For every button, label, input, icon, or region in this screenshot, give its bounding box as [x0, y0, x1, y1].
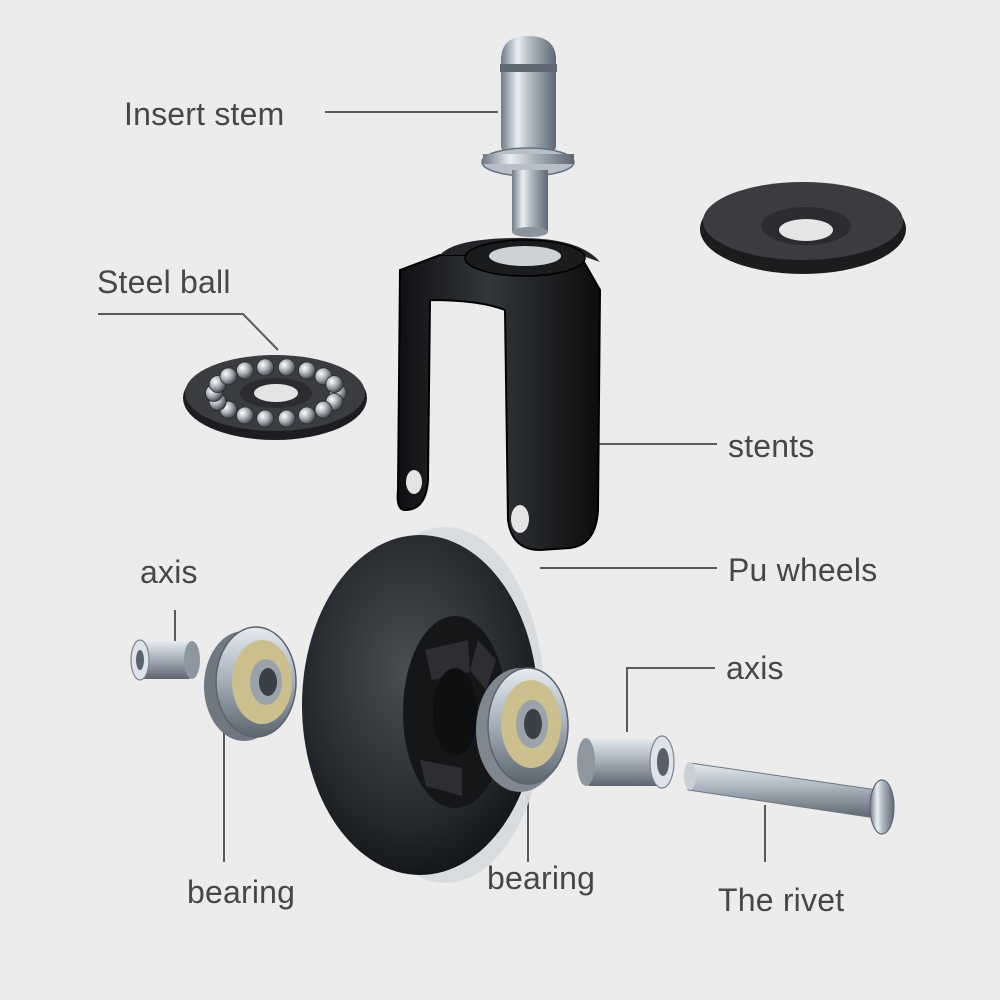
axis-left-part [130, 639, 200, 681]
steel-ball [219, 367, 238, 386]
steel-ball [236, 361, 254, 380]
steel-ball [314, 400, 333, 419]
top-washer-part [700, 182, 906, 274]
label-steel-ball: Steel ball [97, 264, 231, 300]
rivet-part [684, 762, 895, 835]
steel-ball [298, 406, 316, 425]
label-insert-stem: Insert stem [124, 96, 285, 132]
label-axis-right: axis [726, 650, 784, 686]
steel-ball-race-part [183, 355, 367, 440]
steel-ball [256, 358, 275, 377]
steel-ball [298, 361, 316, 380]
steel-ball [256, 409, 275, 428]
label-stents: stents [728, 428, 815, 464]
bracket-part [396, 238, 602, 552]
steel-ball [236, 406, 254, 425]
pu-wheel-part [302, 527, 545, 883]
label-axis-left: axis [140, 554, 198, 590]
bearing-left-part [204, 626, 297, 741]
insert-stem-part [481, 36, 575, 237]
steel-ball [325, 375, 344, 394]
bearing-center-part [476, 667, 569, 792]
leader-steel-ball [98, 313, 279, 351]
axis-right-part [577, 735, 675, 789]
label-bearing-center: bearing [487, 860, 596, 896]
steel-ball [277, 358, 296, 377]
steel-ball [277, 409, 296, 428]
leader-axis-right [626, 667, 715, 732]
label-bearing-left: bearing [187, 874, 296, 910]
label-rivet: The rivet [718, 882, 845, 918]
label-pu-wheels: Pu wheels [728, 552, 878, 588]
